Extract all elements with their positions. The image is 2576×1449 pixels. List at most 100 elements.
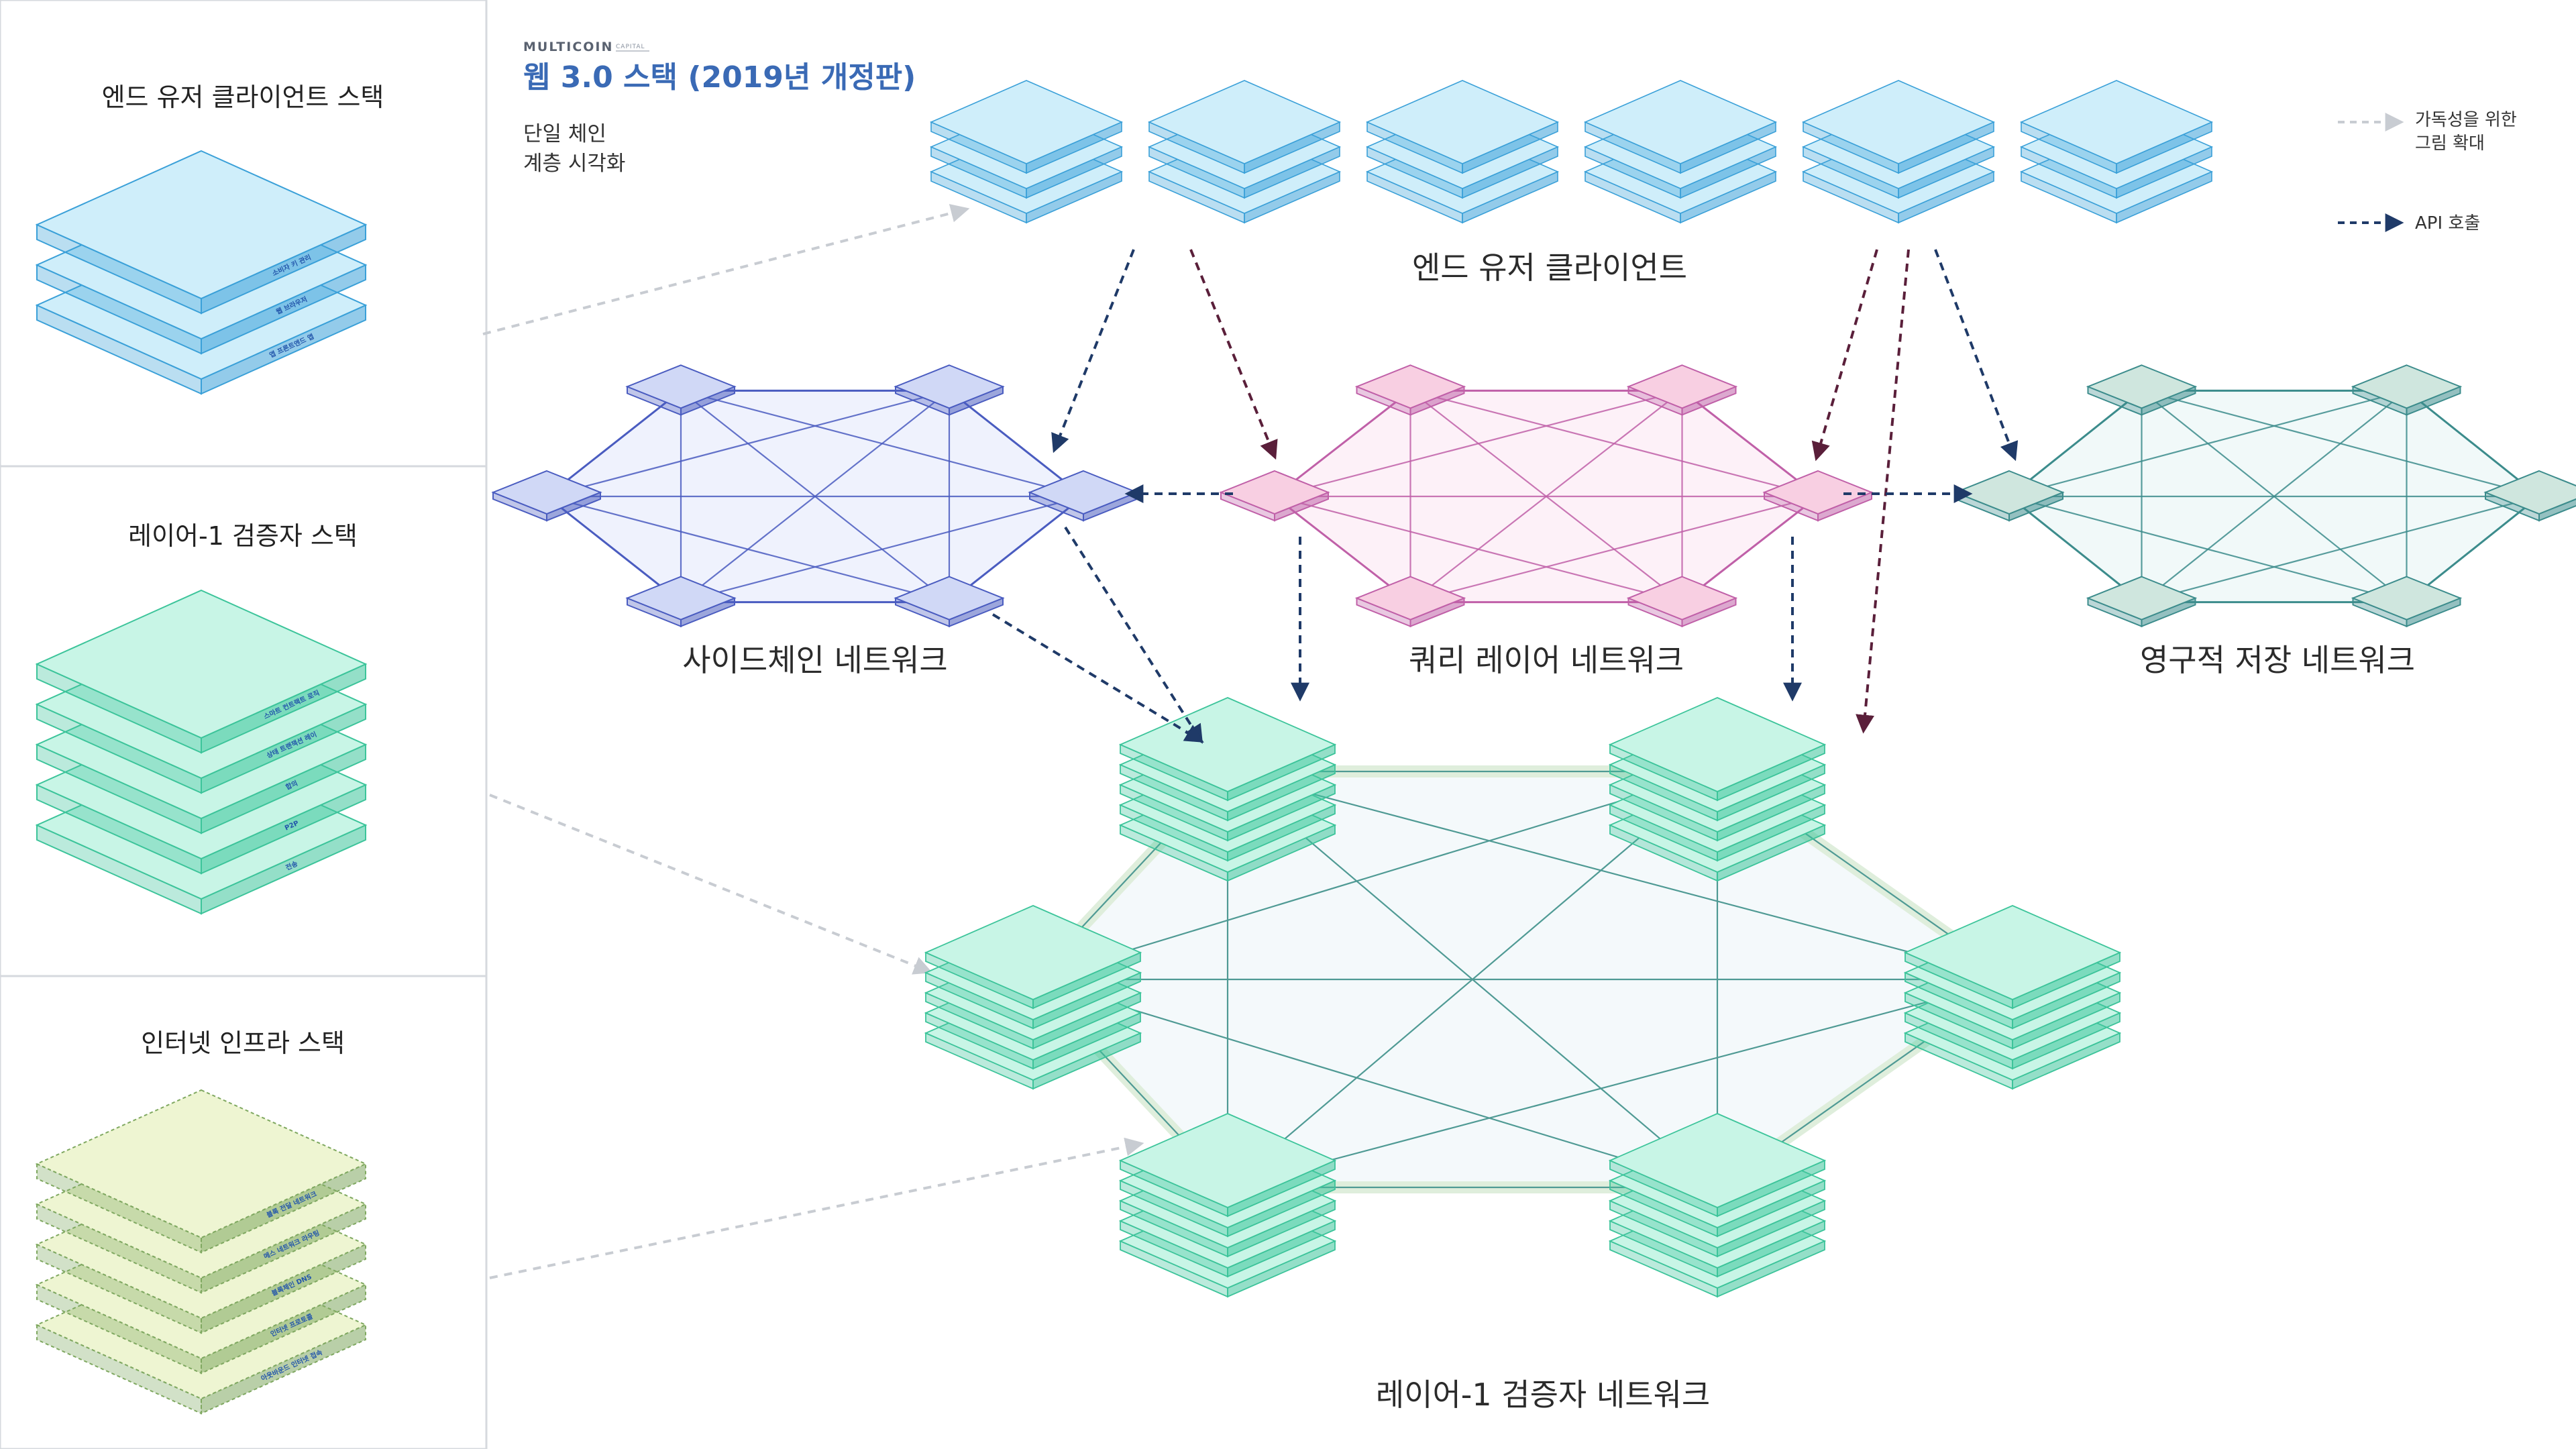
network-node-2	[2351, 576, 2463, 628]
validator-link	[1227, 770, 2013, 981]
panel-title-clients: 엔드 유저 클라이언트 스택	[102, 83, 384, 112]
network-node-3	[1354, 576, 1466, 628]
brand-logo: MULTICOIN	[523, 40, 613, 54]
stack-layer-1: 소비자 키 관리	[35, 150, 368, 315]
panel-title-validators: 레이어-1 검증자 스택	[128, 521, 358, 551]
validator-node-5	[1118, 1113, 1337, 1298]
query-network	[1219, 364, 1874, 628]
network-node-6	[894, 364, 1005, 416]
legend-zoom-line1: 가독성을 위한	[2415, 110, 2517, 130]
api-arrow-client2-query	[1189, 249, 1278, 460]
validator-layer	[1903, 905, 2122, 1010]
api-arrows	[991, 249, 2019, 744]
client-layer	[1366, 80, 1559, 174]
network-link	[680, 390, 950, 603]
network-node-6	[1626, 364, 1738, 416]
validator-node-6	[1608, 1113, 1827, 1298]
client-stack-4	[1584, 80, 1777, 224]
storage-title: 영구적 저장 네트워크	[2140, 642, 2415, 678]
network-node-4	[1219, 470, 1330, 522]
network-node-4	[491, 470, 602, 522]
network-link	[2008, 390, 2407, 498]
validator-link	[1032, 978, 1718, 1189]
validator-node-1	[1118, 697, 1337, 882]
subtitle-line1: 단일 체인	[523, 122, 606, 146]
network-link	[2008, 390, 2143, 497]
sidechain-network	[491, 364, 1139, 628]
validator-node-4	[1903, 905, 2122, 1090]
api-arrow-sidechain-validator-a	[1064, 526, 1203, 744]
network-link	[546, 390, 950, 498]
network-link	[1274, 496, 1411, 603]
client-layer	[930, 80, 1123, 174]
page-title: 웹 3.0 스택 (2019년 개정판)	[523, 60, 916, 95]
network-link	[949, 496, 1084, 603]
subtitle-line2: 계층 시각화	[523, 152, 625, 176]
panel-title-infra: 인터넷 인프라 스택	[141, 1028, 345, 1058]
network-node-5	[625, 364, 737, 416]
validator-layer	[1118, 1113, 1337, 1218]
legend-api: API 호출	[2415, 213, 2480, 233]
api-arrow-sidechain-validator-b	[991, 613, 1204, 743]
network-link	[1681, 496, 1819, 603]
network-node-3	[625, 576, 737, 628]
zoom-line-infra	[489, 1137, 1144, 1279]
network-node-3	[2086, 576, 2198, 628]
client-layer	[1802, 80, 1995, 174]
validators-title: 레이어-1 검증자 네트워크	[1376, 1377, 1710, 1413]
api-arrow-client5-validators	[1856, 249, 1910, 734]
validator-layer	[1608, 697, 1827, 802]
legend: 가독성을 위한 그림 확대 API 호출	[2338, 110, 2517, 233]
network-link	[546, 496, 682, 603]
clients-title: 엔드 유저 클라이언트	[1412, 250, 1687, 286]
network-link	[2141, 390, 2408, 603]
api-arrow-client1-sidechain	[1051, 249, 1135, 453]
network-link	[1274, 390, 1411, 497]
client-stacks-row	[930, 80, 2213, 224]
network-link	[2406, 390, 2540, 497]
sidechain-title: 사이드체인 네트워크	[682, 642, 948, 678]
network-node-6	[2351, 364, 2463, 416]
network-node-2	[1626, 576, 1738, 628]
validator-node-3	[924, 905, 1142, 1090]
client-layer	[1148, 80, 1341, 174]
network-link	[1409, 390, 1683, 603]
network-node-2	[894, 576, 1005, 628]
api-arrow-client5-storage	[1934, 249, 2019, 462]
validator-link	[1032, 770, 1718, 981]
client-stack-6	[2020, 80, 2213, 224]
left-panels: 엔드 유저 클라이언트 스택 레이어-1 검증자 스택 인터넷 인프라 스택 앱…	[0, 0, 488, 1449]
zoom-connectors	[482, 204, 1144, 1279]
validator-layer	[1118, 697, 1337, 802]
network-node-1	[2483, 470, 2576, 522]
validator-link	[1227, 978, 2013, 1189]
client-stack-5	[1802, 80, 1995, 224]
validator-node-2	[1608, 697, 1827, 882]
query-title: 쿼리 레이어 네트워크	[1409, 642, 1684, 678]
network-node-1	[1762, 470, 1874, 522]
api-arrow-client5-query	[1811, 249, 1878, 462]
client-layer	[2020, 80, 2213, 174]
network-node-1	[1028, 470, 1139, 522]
network-link	[949, 390, 1084, 497]
network-link	[1681, 390, 1819, 497]
header: MULTICOIN CAPITAL 웹 3.0 스택 (2019년 개정판) 단…	[523, 40, 916, 176]
network-link	[1274, 390, 1682, 498]
zoom-line-clients	[482, 204, 970, 335]
network-link	[2406, 496, 2540, 603]
storage-network	[1953, 364, 2576, 628]
client-stack-3	[1366, 80, 1559, 224]
zoom-line-validators	[489, 794, 933, 975]
validator-layer	[924, 905, 1142, 1010]
client-stack-2	[1148, 80, 1341, 224]
client-layer	[1584, 80, 1777, 174]
legend-zoom-line2: 그림 확대	[2415, 133, 2485, 154]
network-link	[546, 390, 682, 497]
validator-network	[924, 697, 2122, 1298]
network-node-5	[2086, 364, 2198, 416]
client-stack-1	[930, 80, 1123, 224]
